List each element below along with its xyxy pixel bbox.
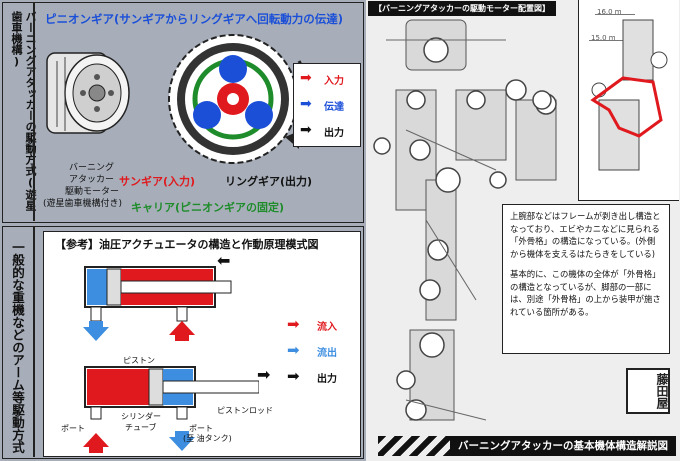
legend-item-transfer: ➡ 伝達 [300, 96, 356, 113]
legend-item-output: ➡ 出力 [300, 122, 356, 139]
cylinder-diagram-1 [83, 266, 232, 341]
planetary-gear-diagram [168, 34, 310, 164]
right-header: 【バーニングアタッカーの駆動モーター配置図】 [368, 1, 556, 16]
rod-label: ピストンロッド [217, 406, 273, 415]
legend-label: 出力 [317, 374, 337, 385]
section-hydraulic: 一般的な重機などのアーム等駆動方式 【参考】油圧アクチュエータの構造と作動原理模… [2, 226, 364, 459]
legend-label: 伝達 [324, 102, 344, 113]
black-arrow-icon: ➡ [300, 122, 312, 138]
planetary-heading: ピニオンギア(サンギアからリングギアへ回転動力の伝達) [45, 12, 344, 26]
sun-gear-label: サンギア(入力) [119, 175, 196, 188]
inset-detail: 16.0 m 15.0 m [578, 0, 679, 201]
motor-label-4: (遊星歯車機構付き) [43, 199, 123, 209]
footer-title: バーニングアタッカーの基本機体構造解説図 [450, 436, 676, 456]
cylinder-diagram-2 [83, 366, 259, 453]
inset-arm-illustration [590, 19, 668, 171]
cylinder-label-2: チューブ [125, 423, 157, 432]
hydraulic-heading: 【参考】油圧アクチュエータの構造と作動原理模式図 [55, 238, 319, 251]
scale-line-top [595, 14, 635, 15]
motor-label-1: バーニング [69, 163, 115, 173]
ring-gear-label: リングギア(出力) [225, 175, 313, 188]
legend-label: 流出 [317, 348, 337, 359]
output-arrow-2: ➡ [257, 365, 271, 384]
note-box: 上腕部などはフレームが剥き出し構造となっており、エビやカニなどに見られる「外骨格… [502, 204, 670, 354]
output-arrow-1: ⬅ [217, 251, 231, 270]
divider-vertical [33, 3, 35, 221]
legend-label: 出力 [324, 128, 344, 139]
vertical-title-hydraulic: 一般的な重機などのアーム等駆動方式 [10, 241, 25, 454]
piston-label: ピストン [123, 356, 155, 365]
black-arrow-icon: ➡ [287, 367, 300, 385]
port-label-left: ポート [61, 424, 85, 433]
legend-item-input: ➡ 入力 [300, 70, 356, 87]
legend-item-output: ➡ 出力 [287, 367, 353, 385]
motor-label-2: アタッカー [69, 175, 115, 185]
blue-arrow-icon: ➡ [300, 96, 312, 112]
legend-item-outflow: ➡ 流出 [287, 341, 353, 359]
cylinder-label-1: シリンダー [121, 412, 161, 421]
motor-label-3: 駆動モーター [65, 187, 120, 197]
author-stamp: 藤田屋 [626, 368, 670, 414]
port-label-right-1: ポート [189, 424, 213, 433]
port-label-right-2: (至 油タンク) [183, 434, 232, 443]
motor-illustration [46, 52, 130, 134]
carrier-label: キャリア(ピニオンギアの固定) [131, 201, 285, 214]
note-paragraph-2: 基本的に、この機体の全体が「外骨格」の構造となっているが、脚部の一部には、別途「… [510, 269, 661, 317]
blue-arrow-icon: ➡ [287, 341, 300, 359]
red-arrow-icon: ➡ [287, 315, 300, 333]
scale-mid-label: 15.0 m [591, 34, 616, 42]
legend-label: 流入 [317, 322, 337, 333]
legend-item-inflow: ➡ 流入 [287, 315, 353, 333]
divider-vertical [33, 227, 35, 457]
note-paragraph-1: 上腕部などはフレームが剥き出し構造となっており、エビやカニなどに見られる「外骨格… [510, 211, 661, 259]
scale-top-label: 16.0 m [597, 8, 622, 16]
legend-box-planetary: ➡ 入力 ➡ 伝達 ➡ 出力 [293, 63, 361, 147]
red-arrow-icon: ➡ [300, 70, 312, 86]
scale-line-mid [589, 40, 629, 41]
legend-label: 入力 [324, 76, 344, 87]
footer-stripe [378, 436, 458, 456]
section-planetary-gear: バーニングアタッカーの駆動方式(遊星歯車機構) ピニオンギア(サンギアからリング… [2, 2, 364, 223]
